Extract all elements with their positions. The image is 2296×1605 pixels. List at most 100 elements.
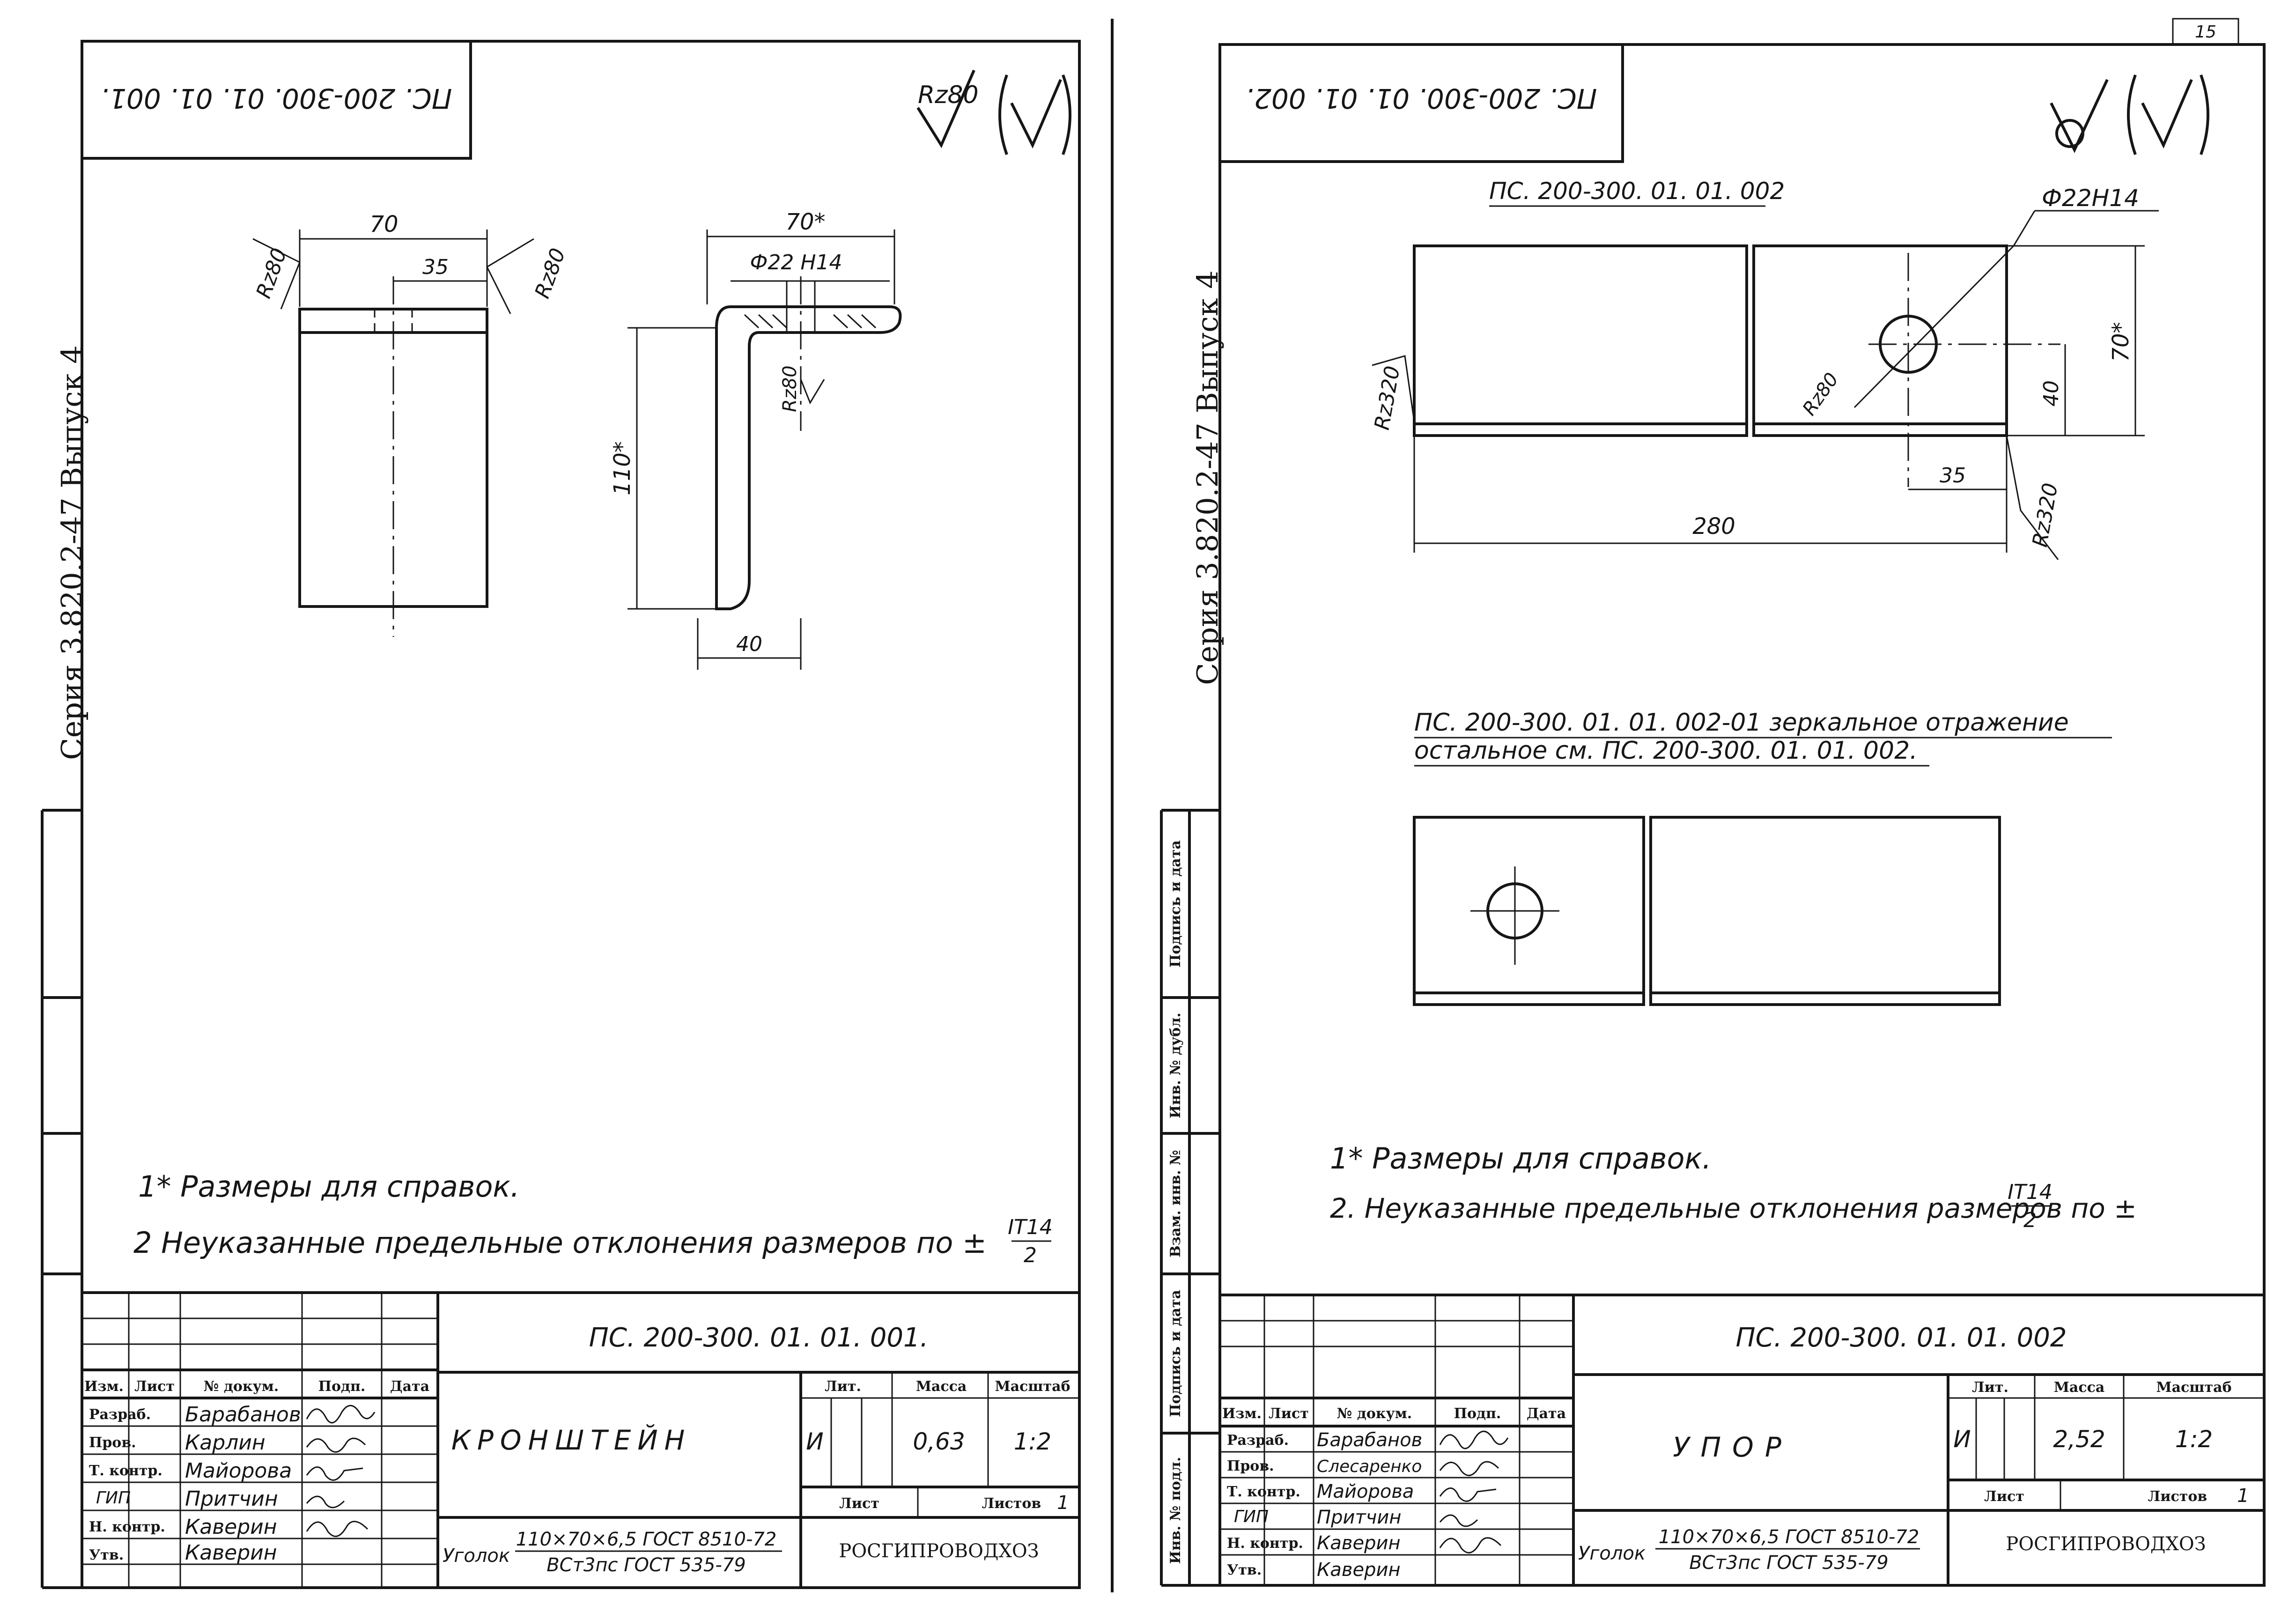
svg-text:Утв.: Утв. [89,1547,124,1563]
svg-text:Лист: Лист [134,1378,175,1395]
page-number: 15 [2195,22,2216,42]
right-note-2-den: 2 [2023,1208,2037,1232]
rz-right-right: Rz320 [2028,481,2063,548]
svg-text:Лист: Лист [1269,1405,1309,1422]
svg-text:Притчин: Притчин [185,1487,278,1511]
svg-text:110×70×6,5 ГОСТ 8510-72: 110×70×6,5 ГОСТ 8510-72 [1659,1526,1919,1548]
dim-110-ref: 110* [609,441,635,496]
dim-70-ref-right: 70* [2108,322,2134,362]
svg-text:Лист: Лист [839,1495,879,1512]
left-note-2-num: IT14 [1008,1215,1053,1239]
svg-text:№ докум.: № докум. [204,1378,279,1395]
left-title-block: Изм. Лист № докум. Подп. Дата Разраб. Ба… [81,1291,1081,1589]
mirror-line-2: остальное см. ПС. 200-300. 01. 01. 002. [1414,737,1918,765]
svg-text:Т. контр.: Т. контр. [1227,1484,1300,1500]
signature [306,1466,363,1481]
rz-hole-right: Rz80 [1799,369,1843,420]
svg-text:Лист: Лист [1984,1488,2024,1505]
right-series-label: Серия 3.820.2-47 Выпуск 4 [1190,270,1225,685]
svg-text:Н. контр.: Н. контр. [89,1519,165,1535]
svg-text:И: И [806,1428,823,1455]
right-stamp-box [1218,43,1624,163]
svg-text:Подп.: Подп. [1454,1405,1501,1422]
svg-text:1:2: 1:2 [1014,1428,1051,1455]
rz-left: Rz80 [251,245,291,301]
dim-40-right: 40 [2039,380,2063,407]
signature [1439,1537,1502,1553]
left-note-2: 2 Неуказанные предельные отклонения разм… [133,1226,987,1260]
dim-35: 35 [422,255,449,279]
svg-text:Каверин: Каверин [185,1541,277,1565]
svg-text:Rz80: Rz80 [918,81,979,109]
svg-text:Т. контр.: Т. контр. [89,1463,162,1479]
svg-text:Изм.: Изм. [1222,1405,1262,1422]
svg-text:Уголок: Уголок [1578,1543,1646,1564]
signature [1439,1461,1499,1476]
svg-text:Масса: Масса [916,1378,967,1395]
left-view-1: 70 35 Rz80 Rz80 [251,211,570,637]
signature [306,1521,369,1537]
svg-text:Барабанов: Барабанов [185,1403,301,1427]
part-ref: ПС. 200-300. 01. 01. 002 [1489,178,1785,205]
left-view-2: 70* Ф22 H14 110* 40 Rz80 [609,209,902,670]
svg-text:Лит.: Лит. [1972,1379,2008,1396]
svg-text:Слесаренко: Слесаренко [1317,1457,1422,1476]
svg-text:Лит.: Лит. [825,1378,861,1395]
svg-text:1:2: 1:2 [2175,1426,2213,1453]
side-label-5: Инв. № подл. [1167,1457,1184,1564]
angle-section [715,305,902,610]
left-roughness-general: Rz80 [916,69,1071,155]
upor-view-mirror [1413,816,2001,1006]
svg-text:Разраб.: Разраб. [1227,1432,1289,1449]
signature [1439,1487,1497,1502]
svg-text:ВСт3пс ГОСТ 535-79: ВСт3пс ГОСТ 535-79 [1689,1552,1889,1574]
right-note-2: 2. Неуказанные предельные отклонения раз… [1330,1192,2137,1224]
left-sheet: ПС. 200-300. 01. 01. 001. Серия 3.820.2-… [41,40,1081,1589]
dim-35-right: 35 [1940,464,1966,488]
svg-text:Каверин: Каверин [1317,1532,1401,1554]
svg-text:Дата: Дата [1527,1405,1566,1422]
svg-text:0,63: 0,63 [913,1428,965,1455]
hole-dim: Ф22H14 [2042,185,2139,212]
svg-text:Н. контр.: Н. контр. [1227,1535,1303,1552]
rz-right: Rz80 [530,245,570,301]
svg-text:Уголок: Уголок [443,1545,510,1567]
signature [306,1437,366,1453]
right-note-2-num: IT14 [2008,1180,2052,1204]
svg-text:Карлин: Карлин [185,1431,266,1455]
svg-text:Майорова: Майорова [1317,1481,1414,1502]
rz-hole: Rz80 [779,365,801,412]
svg-text:Каверин: Каверин [185,1515,277,1539]
svg-text:ГИП: ГИП [96,1488,131,1508]
svg-text:Разраб.: Разраб. [89,1406,151,1423]
svg-text:Притчин: Притчин [1317,1507,1402,1528]
upor-view-top: Ф22H14 Rz80 Rz320 Rz320 280 35 40 [1370,185,2159,560]
dim-hole: Ф22 H14 [750,251,842,274]
right-tb-code: ПС. 200-300. 01. 01. 002 [1736,1323,2067,1353]
svg-text:ВСт3пс ГОСТ 535-79: ВСт3пс ГОСТ 535-79 [546,1554,746,1576]
right-roughness-general [2050,74,2209,155]
side-label-1: Подпись и дата [1167,840,1184,968]
svg-text:Утв.: Утв. [1227,1562,1262,1578]
svg-text:Пров.: Пров. [89,1435,136,1451]
svg-text:1: 1 [2237,1485,2249,1507]
signature [1439,1430,1509,1450]
left-tb-org: РОСГИПРОВОДХОЗ [839,1540,1039,1562]
right-sheet: Подпись и дата Инв. № дубл. Взам. инв. №… [1160,18,2266,1587]
svg-text:Барабанов: Барабанов [1317,1429,1422,1451]
dim-70: 70 [369,211,398,237]
left-note-2-den: 2 [1024,1243,1037,1267]
svg-text:Майорова: Майорова [185,1459,292,1483]
left-stamp-box [81,40,472,160]
svg-text:№ докум.: № докум. [1337,1405,1412,1422]
svg-text:1: 1 [1057,1492,1069,1514]
mirror-line-1: ПС. 200-300. 01. 01. 002-01 зеркальное о… [1414,709,2069,737]
right-stamp-code: ПС. 200-300. 01. 01. 002. [1246,82,1597,114]
svg-text:Каверин: Каверин [1317,1559,1401,1581]
side-label-3: Взам. инв. № [1167,1150,1184,1257]
dim-280: 280 [1692,513,1735,540]
svg-text:Изм.: Изм. [84,1378,124,1395]
signature [1439,1514,1478,1527]
left-stamp-code: ПС. 200-300. 01. 01. 001. [101,82,452,114]
svg-text:Масштаб: Масштаб [2156,1379,2231,1396]
